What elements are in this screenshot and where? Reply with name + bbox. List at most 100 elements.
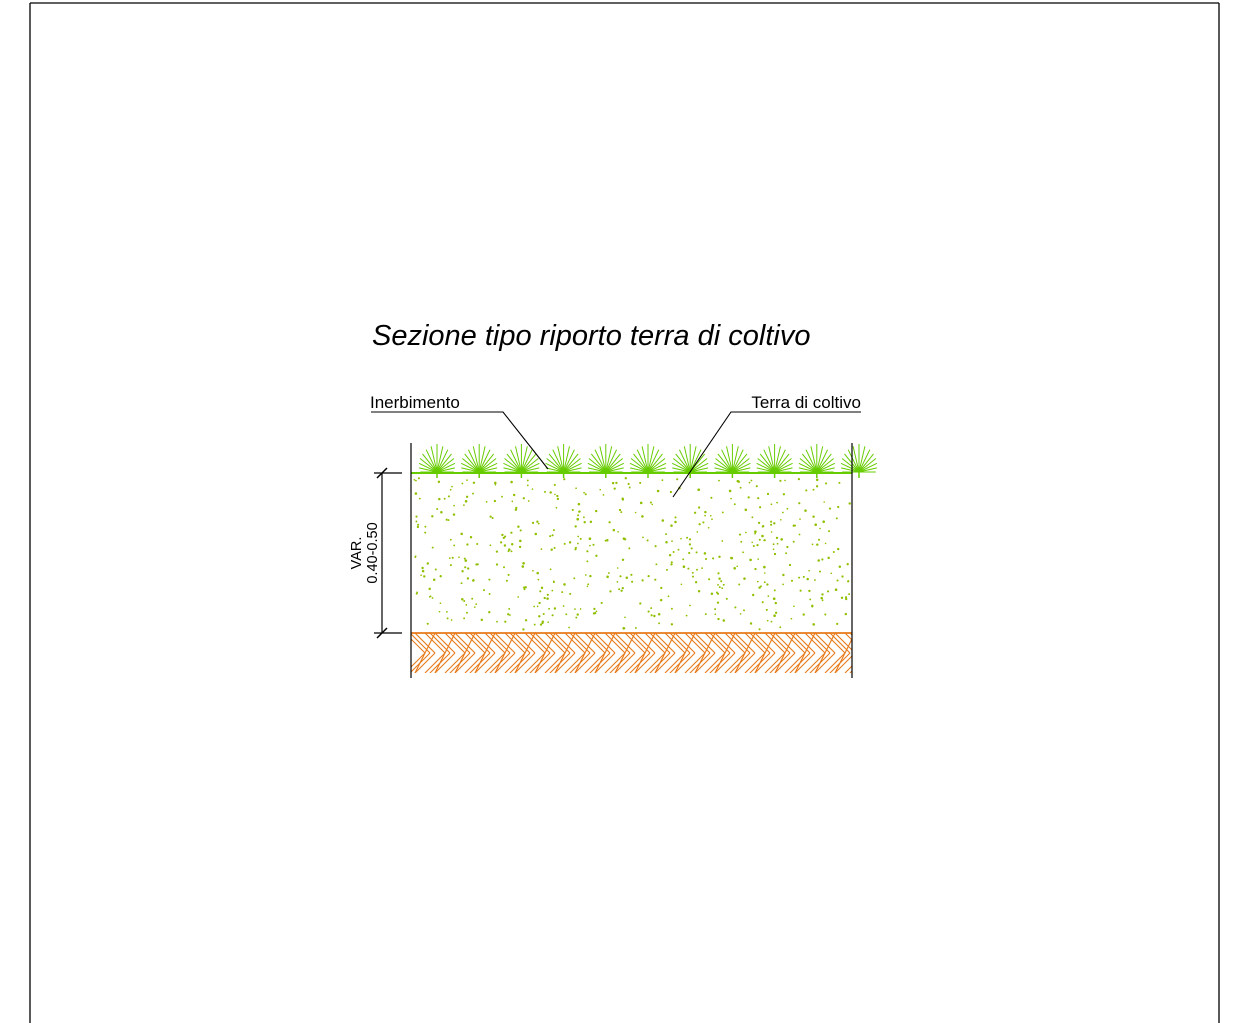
hatch-line — [824, 633, 846, 654]
soil-dot — [747, 496, 750, 499]
soil-dot — [621, 558, 625, 562]
soil-dot — [689, 604, 691, 607]
soil-dot — [431, 546, 434, 549]
soil-dot — [773, 522, 776, 525]
hatch-line — [594, 652, 616, 673]
soil-dot — [542, 612, 545, 616]
soil-dot — [561, 591, 564, 594]
soil-dot — [539, 590, 542, 593]
soil-dot — [766, 619, 769, 622]
hatch-line — [634, 633, 656, 654]
soil-dot — [832, 551, 835, 553]
hatch-line — [464, 652, 486, 673]
hatch-line — [814, 652, 836, 673]
hatch-line — [604, 633, 626, 654]
soil-dot — [840, 596, 844, 599]
soil-dot — [475, 603, 478, 605]
hatch-line — [534, 633, 556, 654]
soil-dot — [499, 541, 503, 544]
hatch-line — [564, 652, 586, 673]
hatch-line — [544, 633, 566, 654]
soil-dot — [758, 628, 761, 631]
soil-dot — [534, 532, 538, 536]
hatch-line — [875, 633, 895, 653]
soil-dot — [656, 489, 660, 493]
soil-dot — [722, 583, 725, 586]
grass-tuft — [840, 444, 878, 478]
soil-dot — [576, 613, 579, 616]
soil-dot — [439, 602, 442, 605]
soil-dot — [739, 613, 742, 615]
soil-dot — [494, 483, 497, 486]
soil-dot — [755, 485, 758, 488]
soil-dot — [665, 533, 668, 536]
soil-dot — [841, 575, 844, 578]
soil-dot — [811, 543, 814, 546]
soil-dot — [611, 481, 615, 485]
soil-dot — [438, 610, 441, 613]
soil-dot — [767, 595, 770, 597]
dimension-label-range: 0.40-0.50 — [365, 522, 381, 583]
soil-dot — [754, 567, 757, 571]
soil-dot — [718, 577, 721, 580]
soil-dot — [765, 608, 768, 611]
soil-dot — [553, 607, 557, 610]
soil-dot — [790, 617, 793, 620]
soil-dot — [799, 589, 802, 592]
soil-dot — [552, 529, 555, 532]
soil-dot — [770, 520, 773, 523]
soil-dot — [507, 573, 510, 576]
soil-dot — [491, 516, 494, 520]
soil-dot — [531, 488, 534, 490]
soil-dot — [757, 497, 760, 500]
soil-dot — [760, 585, 762, 588]
hatch-line — [434, 652, 456, 673]
soil-dot — [709, 514, 712, 517]
soil-dot — [812, 623, 815, 626]
soil-dot — [508, 548, 511, 551]
soil-dot — [549, 568, 552, 571]
hatch-line — [714, 633, 736, 654]
hatch-line — [744, 652, 766, 673]
soil-dot — [690, 547, 693, 550]
soil-dot — [544, 490, 546, 493]
soil-dot — [472, 481, 476, 484]
soil-dot — [630, 573, 633, 576]
soil-dot — [550, 548, 553, 551]
soil-dot — [416, 525, 420, 529]
soil-dot — [792, 540, 795, 543]
soil-dot — [751, 541, 754, 544]
soil-dot — [461, 482, 464, 485]
soil-dot — [563, 542, 566, 545]
hatch-line — [674, 652, 696, 673]
soil-dot — [721, 587, 724, 590]
soil-dot — [772, 543, 775, 546]
hatch-line — [514, 633, 536, 654]
soil-dot — [449, 538, 452, 541]
soil-dot — [415, 520, 418, 523]
soil-dot — [489, 515, 492, 518]
soil-dot — [660, 586, 663, 590]
soil-dot — [704, 557, 708, 561]
hatch-line — [849, 670, 852, 673]
soil-dot — [750, 479, 753, 482]
soil-dot — [670, 563, 673, 566]
soil-dot — [722, 619, 726, 622]
soil-dot — [623, 627, 626, 630]
soil-dot — [443, 497, 446, 500]
soil-dot — [685, 614, 688, 617]
hatch-line — [724, 633, 746, 654]
soil-dot — [804, 509, 807, 512]
soil-dot — [702, 521, 705, 524]
soil-dot — [460, 582, 463, 585]
hatch-line — [484, 652, 506, 673]
soil-dot — [563, 583, 566, 586]
soil-dot — [811, 605, 814, 608]
soil-dot — [463, 504, 465, 506]
soil-dot — [758, 586, 761, 589]
soil-dot — [756, 580, 759, 583]
soil-dot — [515, 506, 518, 510]
soil-dot — [659, 598, 663, 602]
soil-dot — [752, 544, 755, 548]
soil-dot — [766, 492, 770, 496]
